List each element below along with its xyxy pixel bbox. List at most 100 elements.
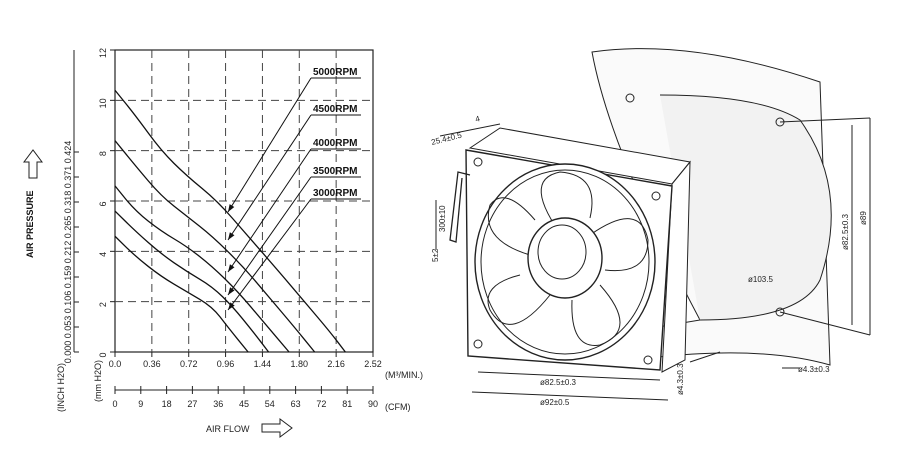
dim-line: [477, 371, 661, 381]
y-ticks-inch: 0.0000.0530.1060.1590.2120.2650.3180.371…: [63, 141, 79, 364]
fan-opening-inner: [480, 169, 650, 355]
y-unit-mm: (mm H2O): [93, 360, 103, 402]
dim-bar-width: 4: [474, 114, 481, 124]
y-tick-label: 4: [98, 252, 108, 257]
frame-hole: [651, 191, 661, 201]
dim-panel-hole-spacing: ø82.5±0.3: [841, 213, 850, 250]
x-unit-cfm: (CFM): [385, 402, 411, 412]
leader-line: [227, 148, 312, 273]
curve-4000rpm: [114, 185, 290, 353]
frame-hole: [473, 157, 483, 167]
x-tick-label: 1.80: [291, 359, 309, 369]
rpm-label-3000rpm: 3000RPM: [313, 188, 357, 199]
rpm-labels: 5000RPM 4500RPM 4000RPM 3500RPM 3000RPM: [227, 67, 361, 311]
curve-3500rpm: [114, 210, 270, 353]
fan-blade: [487, 274, 551, 325]
x-tick-label: 0.36: [143, 359, 161, 369]
plot-frame: [114, 49, 374, 353]
rpm-label-3500rpm: 3500RPM: [313, 166, 357, 177]
fan-hub-inner: [537, 224, 587, 280]
y-inch-tick-label: 0.424: [63, 141, 73, 164]
y-tick-label: 8: [98, 151, 108, 156]
fan-blade: [571, 284, 621, 346]
leader-arrowhead: [228, 287, 235, 295]
rpm-label-4000rpm: 4000RPM: [313, 138, 357, 149]
dim-panel-hole: ø4.3±0.3: [798, 365, 830, 374]
dim-hole-diameter: ø4.3±0.3: [676, 363, 685, 395]
fan-housing-side-right: [661, 160, 691, 373]
cfm-tick-label: 45: [239, 399, 249, 409]
dim-hole-spacing: ø82.5±0.3: [540, 378, 577, 387]
y-inch-tick-label: 0.053: [63, 316, 73, 339]
y-inch-tick-label: 0.000: [63, 341, 73, 364]
fan-blade: [540, 171, 593, 241]
cfm-tick-label: 18: [162, 399, 172, 409]
x-tick-label: 1.44: [254, 359, 272, 369]
panel-cutout: [659, 94, 832, 321]
cfm-tick-label: 90: [368, 399, 378, 409]
leader-arrowhead: [228, 204, 235, 212]
leader-arrowhead: [228, 264, 235, 272]
fan-blade: [589, 218, 649, 272]
cfm-tick-label: 27: [187, 399, 197, 409]
dim-line: [779, 311, 871, 336]
panel-hole: [625, 93, 635, 103]
x-ticks-m3: 0.0 0.36 0.72 0.96 1.44 1.80 2.16 2.52: [109, 352, 382, 369]
lead-wire: [449, 171, 471, 243]
curve-5000rpm: [114, 89, 346, 353]
y-inch-tick-label: 0.159: [63, 266, 73, 289]
y-inch-tick-label: 0.106: [63, 291, 73, 314]
grid-lines: [115, 50, 373, 352]
dim-wire-length: 300±10: [438, 205, 447, 232]
leader-line: [227, 77, 312, 213]
y-ticks-mm: 0 2 4 6 8 10 12: [98, 48, 115, 358]
cfm-tick-label: 36: [213, 399, 223, 409]
y-tick-label: 0: [98, 352, 108, 357]
x-tick-label: 0.72: [180, 359, 198, 369]
panel-hole: [775, 307, 785, 317]
arrow-right-icon: [261, 418, 293, 438]
x-ticks-cfm: 0 9 18 27 36 45 54 63 72 81 90: [112, 386, 378, 409]
leader-line: [227, 198, 312, 311]
y-inch-tick-label: 0.318: [63, 191, 73, 214]
leader-line: [227, 114, 312, 241]
dim-panel-diameter: ø103.5: [748, 275, 773, 284]
cfm-tick-label: 72: [316, 399, 326, 409]
dim-line: [779, 117, 871, 123]
y-tick-label: 6: [98, 201, 108, 206]
y-inch-tick-label: 0.212: [63, 241, 73, 264]
x-tick-label: 0.0: [109, 359, 122, 369]
frame-hole: [473, 339, 483, 349]
dim-line: [471, 391, 669, 401]
fan-hub: [527, 217, 603, 299]
y-tick-label: 10: [98, 98, 108, 108]
y-unit-inch: (INCH H2O): [56, 363, 66, 412]
y-tick-label: 12: [98, 48, 108, 58]
leader-arrowhead: [228, 302, 235, 310]
y-inch-tick-label: 0.371: [63, 166, 73, 189]
dim-wire-strip: 5±2: [431, 248, 440, 262]
frame-hole: [643, 355, 653, 365]
x-tick-label: 2.52: [364, 359, 382, 369]
x-tick-label: 0.96: [217, 359, 235, 369]
x-axis-label: AIR FLOW: [206, 424, 250, 434]
dim-line: [439, 123, 501, 137]
rpm-label-4500rpm: 4500RPM: [313, 104, 357, 115]
cfm-tick-label: 54: [265, 399, 275, 409]
x-tick-label: 2.16: [327, 359, 345, 369]
dim-panel-opening: ø89: [859, 211, 868, 225]
dim-line: [689, 351, 721, 363]
cfm-tick-label: 9: [138, 399, 143, 409]
cfm-tick-label: 63: [291, 399, 301, 409]
fan-drawing: [435, 48, 871, 401]
y-tick-label: 2: [98, 302, 108, 307]
cfm-tick-label: 81: [342, 399, 352, 409]
fan-blade: [488, 197, 536, 256]
dim-depth: 25.4±0.5: [430, 131, 463, 147]
y-axis-label: AIR PRESSURE: [25, 190, 35, 258]
arrow-up-icon: [23, 149, 43, 179]
rpm-label-5000rpm: 5000RPM: [313, 67, 357, 78]
cfm-tick-label: 0: [112, 399, 117, 409]
dim-frame-width: ø92±0.5: [540, 398, 570, 407]
